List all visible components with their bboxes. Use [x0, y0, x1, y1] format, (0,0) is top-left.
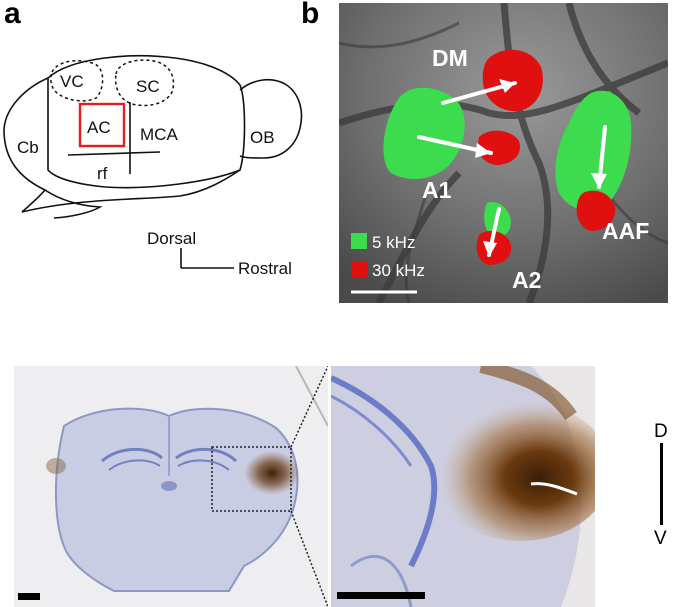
aaf-arrowhead — [591, 173, 607, 189]
panel-b-tonotopic-map: DM A1 AAF A2 5 kHz 30 kHz — [339, 3, 668, 303]
vessel — [375, 170, 462, 303]
zoomed-lesion-stain — [431, 401, 595, 541]
vessel — [404, 182, 431, 303]
olfactory-bulb-outline — [239, 78, 303, 159]
cb-label: Cb — [17, 138, 39, 157]
panel-a-brain-diagram: VC SC AC MCA Cb OB rf Dorsal Rostral — [3, 54, 303, 278]
aaf-high-freq-region — [576, 190, 616, 231]
a2-arrowhead — [483, 241, 497, 257]
mca-label: MCA — [140, 125, 178, 144]
vessel — [339, 21, 460, 49]
panel-c-right-scale-bar — [337, 592, 425, 599]
dm-high-freq-region — [482, 49, 543, 112]
dorsal-axis-label: D — [654, 421, 668, 442]
zoomed-hippocampus — [331, 375, 438, 568]
legend-swatch-30khz — [351, 261, 367, 277]
panel-c-left-scale-bar — [18, 593, 40, 600]
cerebrum-outline — [47, 54, 246, 189]
hippocampus-right — [175, 447, 238, 463]
rostral-label: Rostral — [238, 259, 292, 278]
aaf-low-freq-region — [555, 90, 632, 211]
ac-highlight-box — [78, 102, 126, 148]
dorsal-label: Dorsal — [147, 229, 196, 248]
panel-a-letter: a — [4, 0, 21, 30]
a1-label: A1 — [422, 177, 452, 203]
dm-arrowhead — [499, 79, 515, 93]
rhinal-fissure-line — [67, 151, 161, 156]
legend-label-30khz: 30 kHz — [372, 261, 425, 280]
sc-label: SC — [136, 77, 160, 96]
panel-b-letter: b — [301, 0, 320, 30]
ventral-axis-label: V — [654, 528, 667, 549]
a1-high-freq-region — [478, 130, 521, 165]
panel-c-coronal-section — [14, 366, 328, 607]
legend-label-5khz: 5 kHz — [372, 233, 415, 252]
vc-dashed-region — [50, 59, 104, 102]
vessel — [565, 3, 642, 116]
lesion-stain — [244, 451, 300, 495]
rf-label: rf — [97, 164, 108, 183]
dv-axis-line — [660, 443, 663, 525]
ac-label: AC — [87, 118, 111, 137]
dm-label: DM — [432, 45, 468, 71]
legend-swatch-5khz — [351, 233, 367, 249]
ventral-outline — [21, 169, 241, 213]
ob-label: OB — [250, 128, 275, 147]
zoom-box — [211, 446, 292, 512]
a2-label: A2 — [512, 267, 541, 293]
sc-dashed-region — [114, 59, 175, 107]
a1-low-freq-region — [383, 87, 465, 179]
brainstem-outline — [44, 189, 103, 219]
hippocampus-left — [101, 447, 164, 463]
vc-label: VC — [60, 72, 84, 91]
a1-arrowhead — [475, 143, 491, 158]
panel-c-zoomed-section — [331, 366, 595, 607]
aaf-label: AAF — [602, 218, 649, 244]
cerebellum-outline — [3, 77, 49, 213]
lesion-tear — [530, 482, 578, 496]
coronal-section-tissue — [55, 407, 299, 592]
